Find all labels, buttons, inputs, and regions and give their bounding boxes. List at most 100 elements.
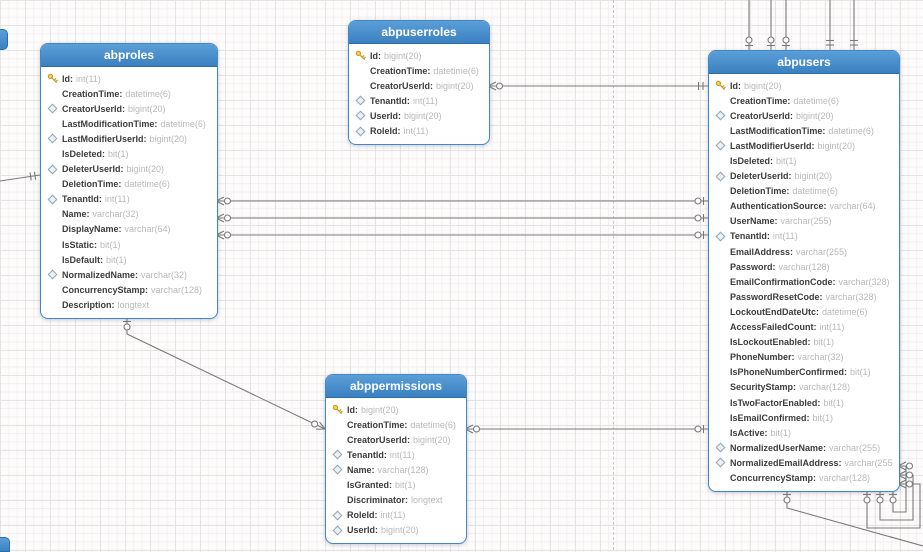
field-type: varchar(128) xyxy=(378,465,429,475)
field-row[interactable]: CreatorUserId bigint(20) xyxy=(355,78,483,93)
relationship-abppermissions-to-abpusers[interactable] xyxy=(465,425,708,433)
relationship-offscreen-top-to-abpusers[interactable] xyxy=(850,0,858,50)
field-row[interactable]: NormalizedName varchar(32) xyxy=(47,267,211,282)
field-row[interactable]: IsDeleted bit(1) xyxy=(715,153,893,168)
field-row[interactable]: ConcurrencyStamp varchar(128) xyxy=(715,470,893,485)
field-name: DeletionTime xyxy=(62,179,121,189)
field-row[interactable]: CreationTime datetime(6) xyxy=(355,63,483,78)
field-row[interactable]: RoleId int(11) xyxy=(332,508,460,523)
field-row[interactable]: EmailConfirmationCode varchar(328) xyxy=(715,274,893,289)
table-title[interactable]: abpusers xyxy=(709,51,899,74)
relationship-abpusers-to-offscreen-bottom[interactable] xyxy=(783,490,923,546)
foreign-key-icon xyxy=(356,96,366,106)
field-name: NormalizedUserName xyxy=(730,443,826,453)
field-row[interactable]: LastModificationTime datetime(6) xyxy=(715,123,893,138)
field-name: ConcurrencyStamp xyxy=(62,285,148,295)
table-abproles[interactable]: abproles Id int(11) CreationTime datetim… xyxy=(40,43,218,319)
table-abppermissions[interactable]: abppermissions Id bigint(20) CreationTim… xyxy=(325,374,467,544)
field-row[interactable]: UserId bigint(20) xyxy=(332,523,460,538)
field-name: IsGranted xyxy=(347,480,392,490)
field-row[interactable]: CreationTime datetime(6) xyxy=(332,417,460,432)
field-row[interactable]: Discriminator longtext xyxy=(332,493,460,508)
field-row[interactable]: Id bigint(20) xyxy=(355,48,483,63)
field-row[interactable]: LastModifierUserId bigint(20) xyxy=(715,138,893,153)
field-row[interactable]: TenantId int(11) xyxy=(355,93,483,108)
relationship-offscreen-top-to-abpusers[interactable] xyxy=(745,0,753,50)
field-row[interactable]: IsLockoutEnabled bit(1) xyxy=(715,335,893,350)
relationship-offscreen-top-to-abpusers[interactable] xyxy=(826,0,834,50)
field-row[interactable]: TenantId int(11) xyxy=(332,447,460,462)
relationship-abproles-to-abppermissions[interactable] xyxy=(123,317,325,429)
field-row[interactable]: Name varchar(128) xyxy=(332,462,460,477)
field-row[interactable]: CreatorUserId bigint(20) xyxy=(47,101,211,116)
field-row[interactable]: IsEmailConfirmed bit(1) xyxy=(715,410,893,425)
field-row[interactable]: CreationTime datetime(6) xyxy=(47,86,211,101)
relationship-offscreen-left-to-abproles[interactable] xyxy=(0,172,40,181)
field-row[interactable]: UserName varchar(255) xyxy=(715,214,893,229)
field-row[interactable]: IsDefault bit(1) xyxy=(47,252,211,267)
field-row[interactable]: DisplayName varchar(64) xyxy=(47,222,211,237)
field-row[interactable]: PasswordResetCode varchar(328) xyxy=(715,289,893,304)
field-row[interactable]: TenantId int(11) xyxy=(715,229,893,244)
field-row[interactable]: LastModifierUserId bigint(20) xyxy=(47,131,211,146)
offscreen-table-fragment[interactable] xyxy=(0,29,8,50)
field-type: varchar(255) xyxy=(845,458,893,468)
field-row[interactable]: IsDeleted bit(1) xyxy=(47,146,211,161)
field-row[interactable]: PhoneNumber varchar(32) xyxy=(715,350,893,365)
table-title[interactable]: abproles xyxy=(41,44,217,67)
field-name: RoleId xyxy=(370,126,401,136)
field-name: NormalizedEmailAddress xyxy=(730,458,842,468)
field-row[interactable]: UserId bigint(20) xyxy=(355,108,483,123)
relationship-abproles-to-abpusers[interactable] xyxy=(216,214,708,222)
field-row[interactable]: Name varchar(32) xyxy=(47,207,211,222)
relationship-abproles-to-abpusers[interactable] xyxy=(216,197,708,205)
relationship-offscreen-top-to-abpusers[interactable] xyxy=(782,0,790,50)
field-name: Id xyxy=(62,74,73,84)
field-row[interactable]: RoleId int(11) xyxy=(355,123,483,138)
field-row[interactable]: Id bigint(20) xyxy=(332,402,460,417)
relationship-offscreen-top-to-abpusers[interactable] xyxy=(767,0,775,50)
field-row[interactable]: CreationTime datetime(6) xyxy=(715,93,893,108)
field-row[interactable]: CreatorUserId bigint(20) xyxy=(332,432,460,447)
field-row[interactable]: Password varchar(128) xyxy=(715,259,893,274)
field-row[interactable]: ConcurrencyStamp varchar(128) xyxy=(47,282,211,297)
table-title[interactable]: abppermissions xyxy=(326,375,466,398)
relationship-abpuserroles-to-abpusers[interactable] xyxy=(488,82,708,90)
relationship-abproles-to-abpusers[interactable] xyxy=(216,231,708,239)
field-row[interactable]: CreatorUserId bigint(20) xyxy=(715,108,893,123)
table-abpusers[interactable]: abpusers Id bigint(20) CreationTime date… xyxy=(708,50,900,492)
field-row[interactable]: IsGranted bit(1) xyxy=(332,477,460,492)
field-row[interactable]: NormalizedEmailAddress varchar(255) xyxy=(715,455,893,470)
field-row[interactable]: Id bigint(20) xyxy=(715,78,893,93)
field-row[interactable]: AuthenticationSource varchar(64) xyxy=(715,199,893,214)
primary-key-icon xyxy=(332,404,343,415)
field-row[interactable]: DeletionTime datetime(6) xyxy=(715,184,893,199)
field-row[interactable]: LockoutEndDateUtc datetime(6) xyxy=(715,304,893,319)
field-row[interactable]: Description longtext xyxy=(47,297,211,312)
field-row[interactable]: IsTwoFactorEnabled bit(1) xyxy=(715,395,893,410)
field-row[interactable]: SecurityStamp varchar(128) xyxy=(715,380,893,395)
field-type: datetime(6) xyxy=(410,420,456,430)
field-row[interactable]: AccessFailedCount int(11) xyxy=(715,320,893,335)
foreign-key-icon xyxy=(716,141,726,151)
field-name: IsEmailConfirmed xyxy=(730,413,810,423)
field-type: int(11) xyxy=(390,450,415,460)
field-row[interactable]: IsStatic bit(1) xyxy=(47,237,211,252)
field-row[interactable]: DeletionTime datetime(6) xyxy=(47,177,211,192)
table-title[interactable]: abpuserroles xyxy=(349,21,489,44)
field-row[interactable]: DeleterUserId bigint(20) xyxy=(715,169,893,184)
foreign-key-icon xyxy=(716,232,726,242)
field-row[interactable]: EmailAddress varchar(255) xyxy=(715,244,893,259)
field-row[interactable]: TenantId int(11) xyxy=(47,192,211,207)
field-name: TenantId xyxy=(730,231,770,241)
field-type: bit(1) xyxy=(108,149,129,159)
field-type: datetime(6) xyxy=(124,179,170,189)
field-row[interactable]: LastModificationTime datetime(6) xyxy=(47,116,211,131)
field-row[interactable]: IsPhoneNumberConfirmed bit(1) xyxy=(715,365,893,380)
field-row[interactable]: IsActive bit(1) xyxy=(715,425,893,440)
table-abpuserroles[interactable]: abpuserroles Id bigint(20) CreationTime … xyxy=(348,20,490,145)
field-row[interactable]: Id int(11) xyxy=(47,71,211,86)
field-row[interactable]: NormalizedUserName varchar(255) xyxy=(715,440,893,455)
field-row[interactable]: DeleterUserId bigint(20) xyxy=(47,162,211,177)
